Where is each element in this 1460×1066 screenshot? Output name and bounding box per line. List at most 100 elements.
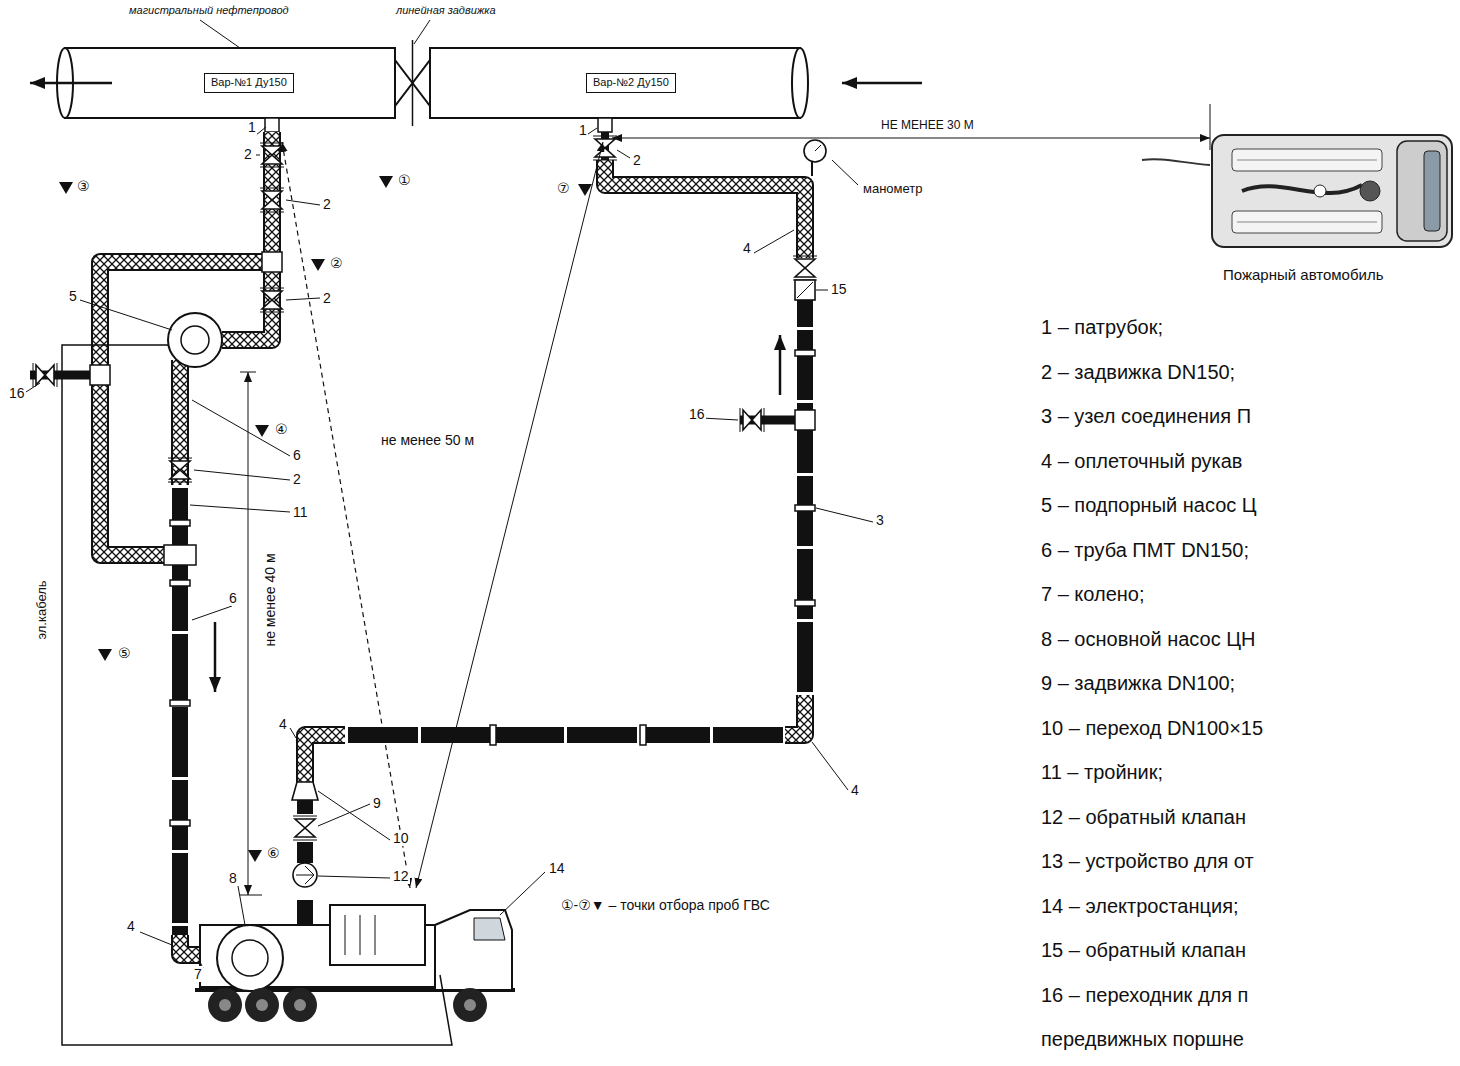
booster-pump [181,326,209,354]
gate-valve [793,256,817,280]
cable-label: эл.кабель [35,579,50,640]
pmt-pipe [345,727,785,743]
leader-line [200,20,240,48]
line-valve [412,40,414,126]
callout-number: 2 [632,152,642,168]
pipe-collar [795,505,815,511]
pmt-pipe [30,300,805,935]
leader-line [140,932,172,945]
leader-line [286,298,320,300]
callout-number: 10 [392,830,410,846]
manometer [811,162,813,176]
braided-hose [305,735,345,782]
tag-text: Вар-№1 Ду150 [211,76,287,90]
leader-line [812,742,848,790]
flow-arrow [214,622,217,692]
callout-number: 4 [126,918,136,934]
leader-line [318,876,390,878]
callout-number: 12 [392,868,410,884]
legend-line: 16 – переходник для п [1040,984,1249,1007]
pipe-collar [795,410,815,430]
legend-line: 12 – обратный клапан [1040,806,1247,829]
callout-number: ⑦ [556,180,571,196]
leader-line [192,606,232,620]
leader-line [318,791,390,840]
gate-valve [260,143,284,167]
legend-line: 4 – оплеточный рукав [1040,450,1243,473]
fire-engine [1360,181,1380,201]
pump-truck [217,925,283,991]
pipe-collar [90,365,110,385]
leader-line [192,400,290,456]
main-pipeline [65,48,395,118]
gate-valve [260,188,284,212]
callout-number: 5 [68,288,78,304]
check-valve [296,866,314,884]
pipe-collar [170,700,190,706]
leader-line [816,290,828,291]
leader-line [256,155,260,156]
leader-line [200,20,430,48]
pump-truck [330,905,425,965]
pump-truck [208,988,242,1022]
pump-truck [474,918,505,940]
check-valve [293,280,815,887]
fire-engine [1314,185,1326,197]
braided-hose [605,160,805,258]
pipe-collar [262,252,282,272]
callout-number: 4 [850,782,860,798]
nozzle [265,118,612,160]
tag-text: Вар-№2 Ду150 [593,76,669,90]
pipe-collar [170,580,190,586]
legend-line: 10 – переход DN100×15 [1040,717,1264,740]
pump-truck [256,999,268,1011]
flow-arrow [779,335,782,395]
callout-number: 4 [278,716,288,732]
pipeline-label: линейная задвижка [395,4,497,17]
legend-line: 15 – обратный клапан [1040,939,1247,962]
main-pipeline [430,48,800,118]
callout-number: 3 [875,512,885,528]
gate-valve [33,136,817,840]
pump-truck [435,910,512,990]
callout-number: 8 [228,870,238,886]
callout-number: 1 [247,119,257,135]
leader-line [256,127,266,135]
pmt-pipe [297,842,313,863]
sampling-point [59,176,592,862]
nozzle [265,118,279,132]
dimension-line [416,142,603,888]
legend-line: 5 – подпорный насос Ц [1040,494,1258,517]
braided-hose [605,160,805,258]
power-cable [62,345,452,1045]
fire-engine [1142,159,1210,165]
legend-line: 8 – основной насос ЦН [1040,628,1256,651]
sampling-point [59,182,73,194]
fire-engine [1424,151,1440,231]
braided-hose [100,132,805,955]
callout-number: ① [397,172,412,188]
sampling-point [311,259,325,271]
pipe-collar [795,600,815,606]
legend-line: 1 – патрубок; [1040,316,1164,339]
dimension-line [248,372,249,895]
callout-number: 2 [322,196,332,212]
pmt-pipe [297,800,313,814]
leader-line [702,418,738,420]
flow-arrow [30,83,922,692]
callout-number: 16 [688,406,706,422]
main-pipeline [792,48,808,118]
flow-arrow [30,82,112,85]
legend-line: 7 – колено; [1040,583,1146,606]
leader-line [80,300,172,330]
check-valve [293,863,317,887]
legend-line: 3 – узел соединения П [1040,405,1252,428]
reducer [292,782,318,800]
fire-engine [1242,185,1362,193]
dimension-label: не менее 40 м [262,552,278,647]
valve-tag-box: Вар-№1 Ду150 [204,73,294,93]
sampling-point [248,850,262,862]
booster-pump [168,313,222,367]
gate-valve [33,363,57,387]
line-valve [395,40,430,126]
